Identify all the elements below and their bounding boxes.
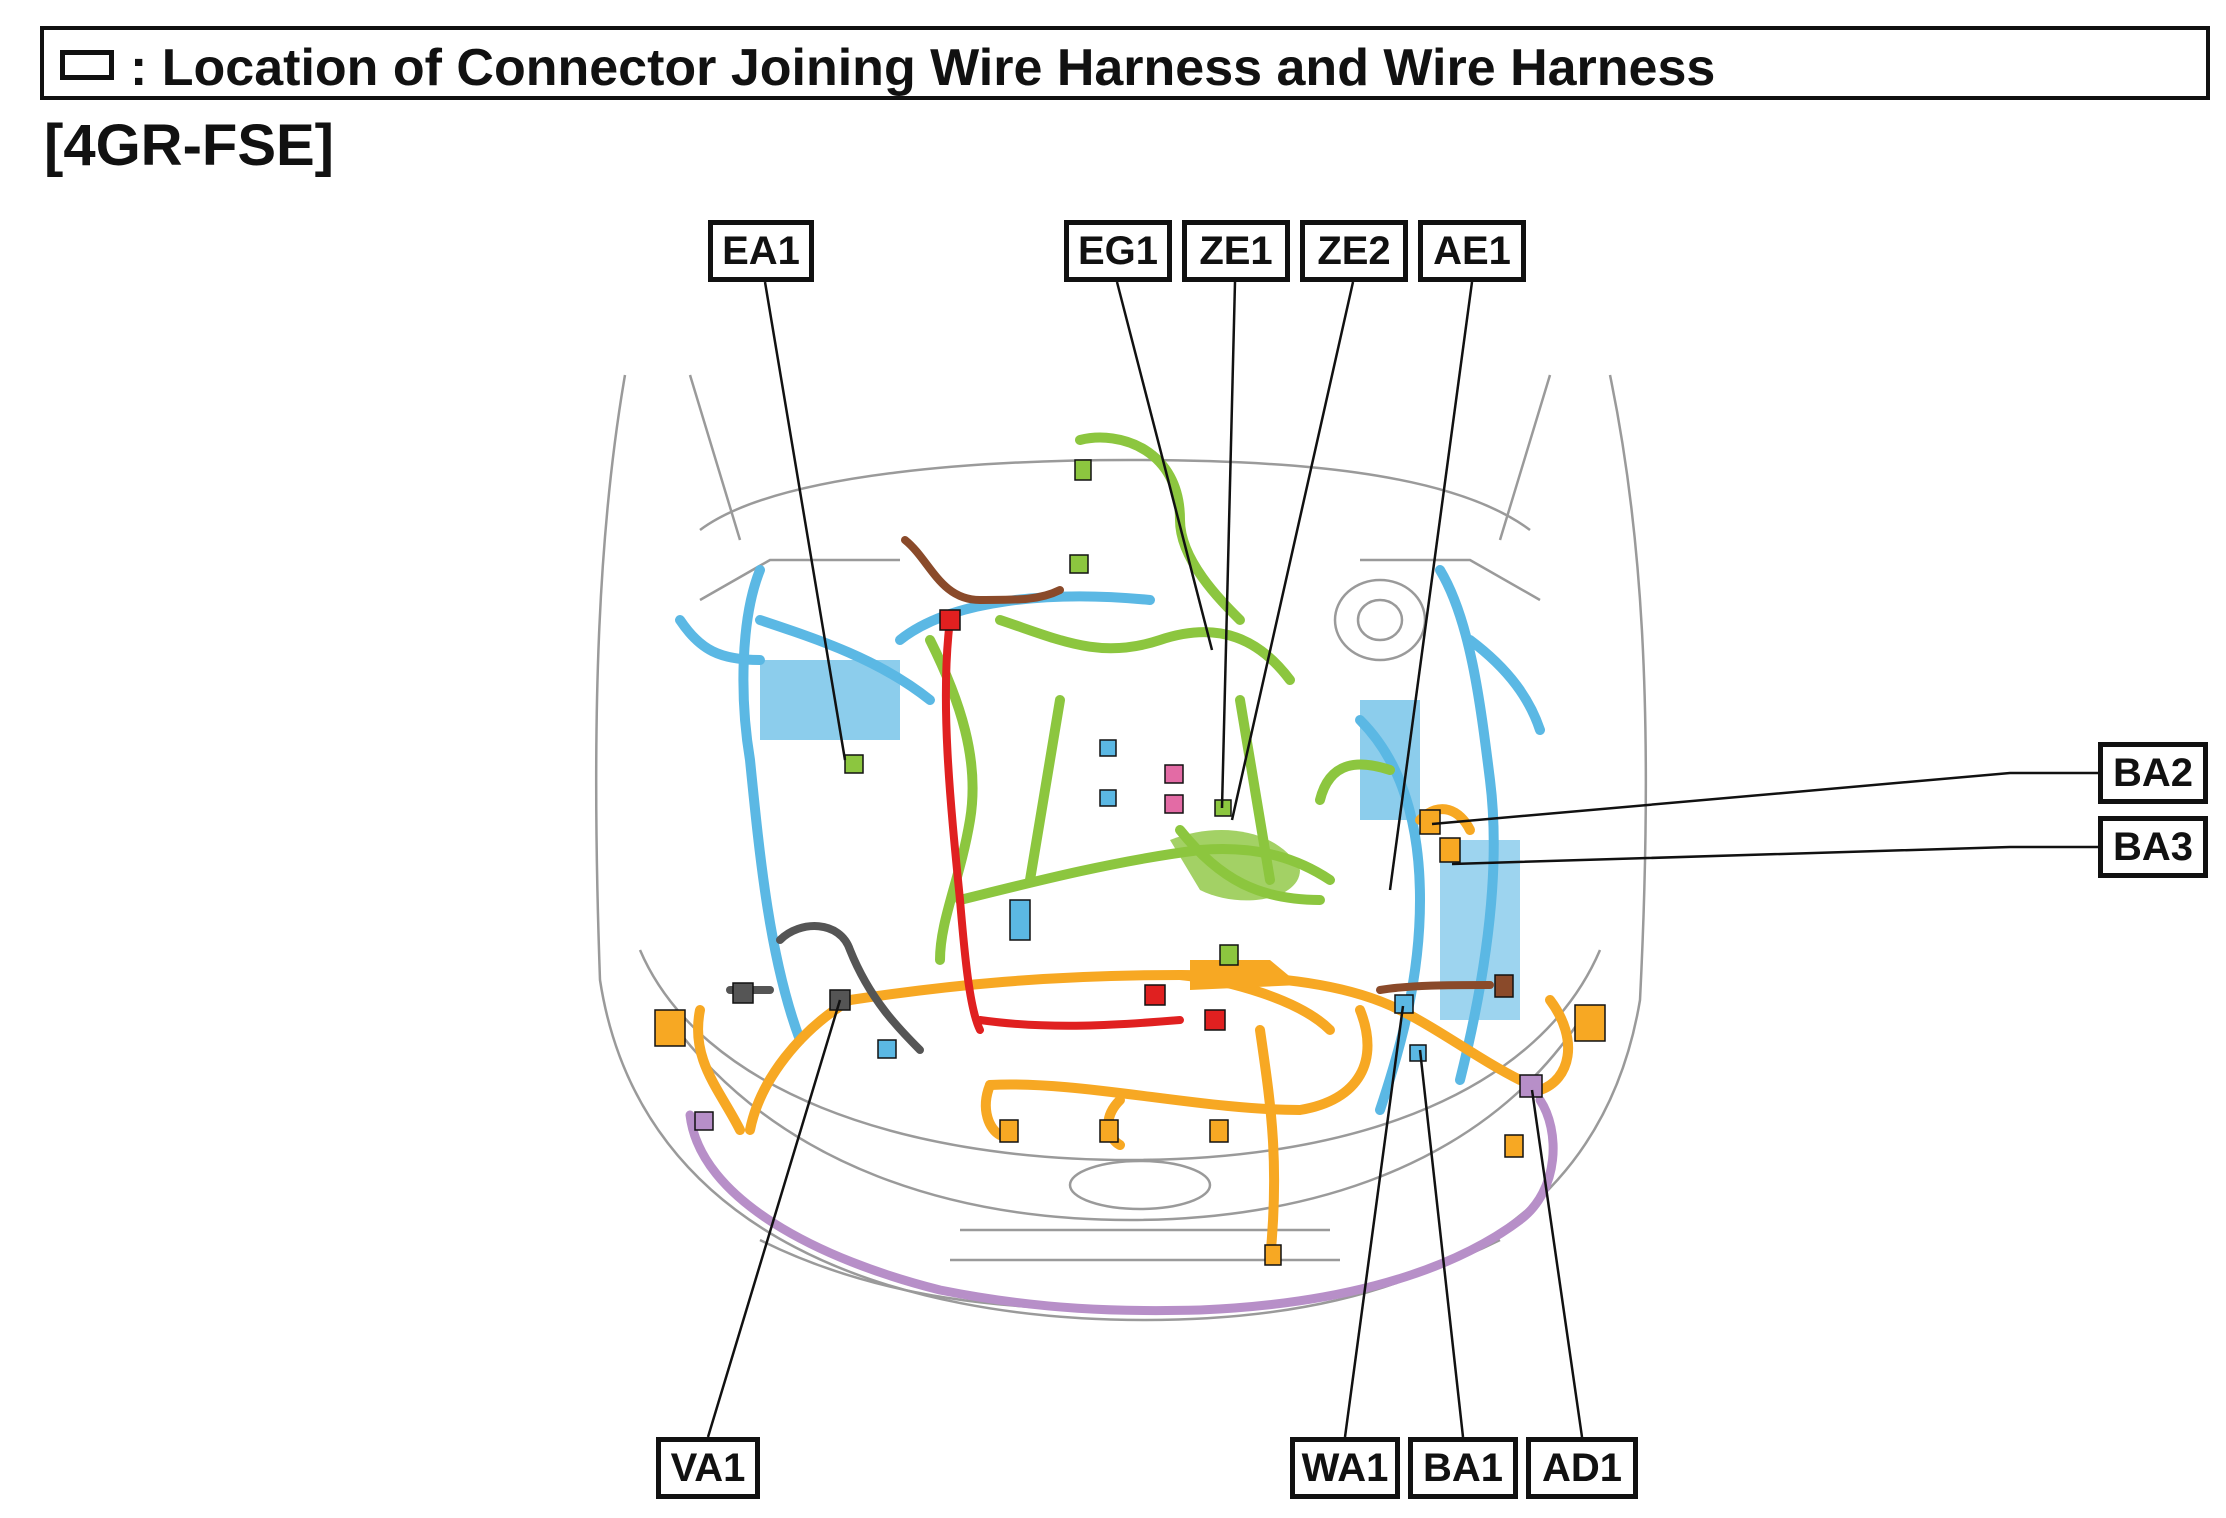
leader-ba2 xyxy=(1431,771,2098,826)
harness-red xyxy=(941,616,1184,1034)
leader-ae1 xyxy=(1388,281,1474,891)
label-ze2: ZE2 xyxy=(1300,220,1408,282)
relay-block xyxy=(1360,700,1420,820)
label-ba2: BA2 xyxy=(2098,742,2208,804)
label-ba3: BA3 xyxy=(2098,816,2208,878)
leader-lines xyxy=(706,281,2098,1438)
leader-ba1 xyxy=(1418,1049,1465,1438)
harness-brown xyxy=(901,536,1494,994)
leader-va1 xyxy=(706,999,842,1438)
leader-ba3 xyxy=(1451,845,2098,866)
engine-subtitle: [4GR-FSE] xyxy=(44,113,334,178)
leader-ze1 xyxy=(1220,281,1237,809)
leader-wa1 xyxy=(1343,1005,1405,1438)
label-ae1: AE1 xyxy=(1418,220,1526,282)
title-box: : Location of Connector Joining Wire Har… xyxy=(40,26,2210,100)
label-ad1: AD1 xyxy=(1526,1437,1638,1499)
label-ze1: ZE1 xyxy=(1182,220,1290,282)
leader-ze2 xyxy=(1230,281,1355,821)
harness-green xyxy=(925,432,1395,965)
leader-ea1 xyxy=(763,281,847,761)
intake-harness-blob xyxy=(1170,830,1300,901)
harness-gray xyxy=(726,922,924,1054)
label-eg1: EG1 xyxy=(1064,220,1172,282)
label-wa1: WA1 xyxy=(1290,1437,1400,1499)
label-ea1: EA1 xyxy=(708,220,814,282)
label-va1: VA1 xyxy=(656,1437,760,1499)
harness-purple xyxy=(685,1095,1558,1316)
main-junction-blob xyxy=(1190,960,1300,990)
label-ba1: BA1 xyxy=(1408,1437,1518,1499)
leader-ad1 xyxy=(1530,1089,1584,1438)
connector-blocks xyxy=(654,459,1606,1266)
vehicle-outline xyxy=(594,374,1648,1322)
page-title: : Location of Connector Joining Wire Har… xyxy=(130,39,1716,97)
leader-eg1 xyxy=(1115,281,1214,651)
rectangle-symbol-icon xyxy=(60,50,114,80)
